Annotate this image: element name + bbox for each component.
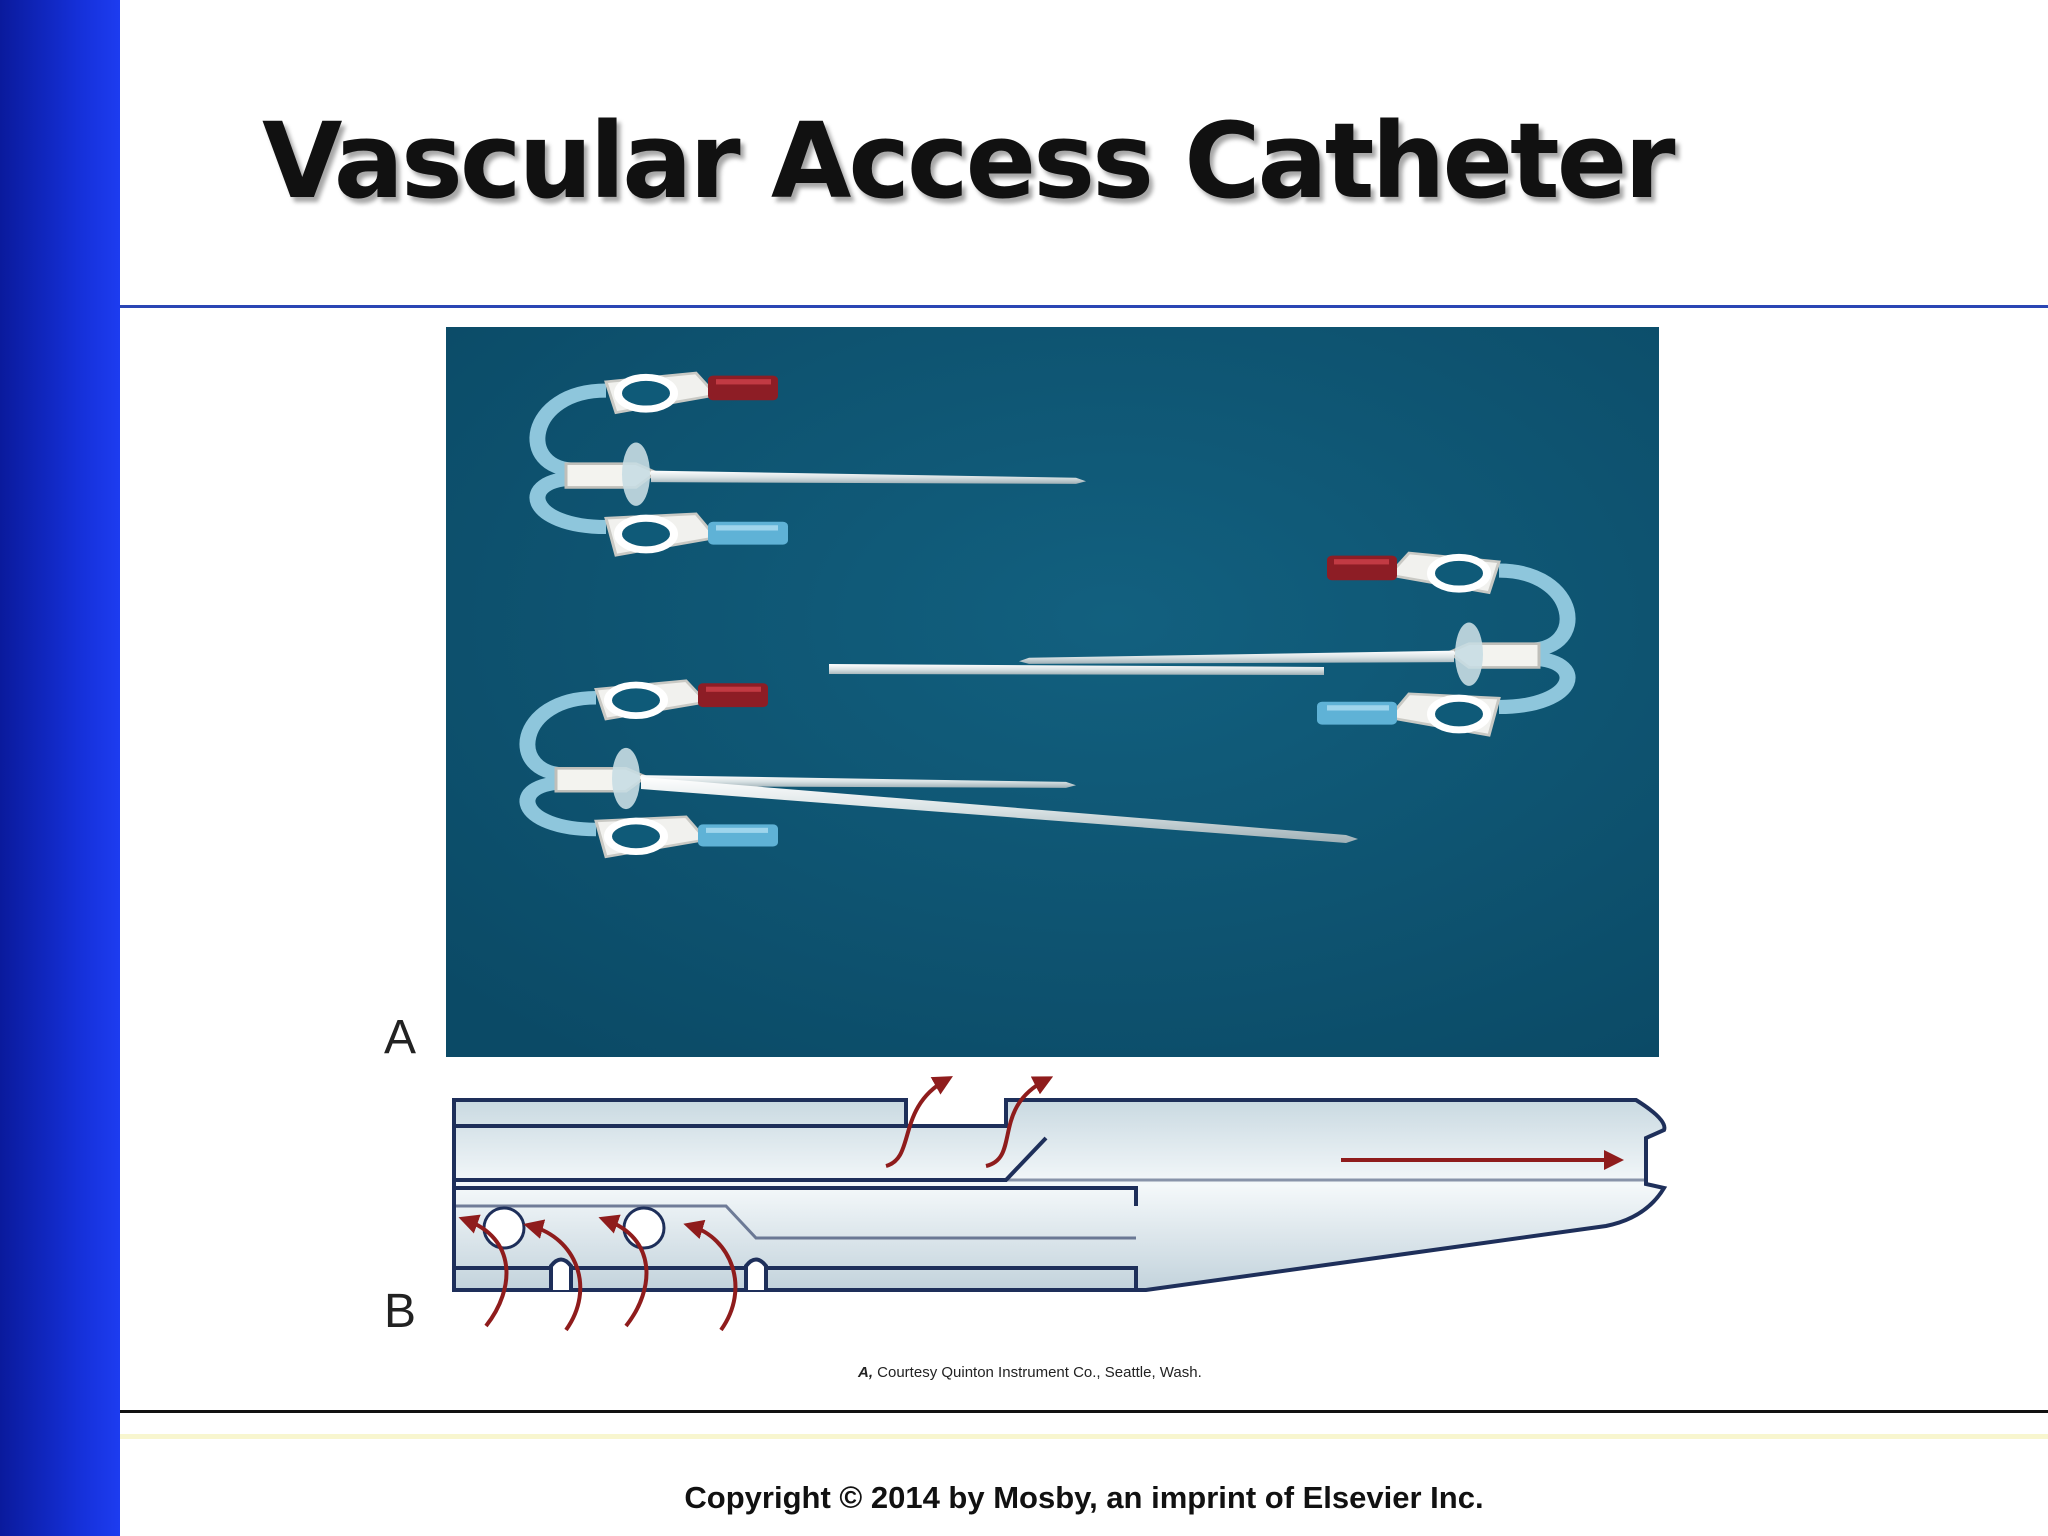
- title-divider: [120, 305, 2048, 308]
- sidebar-bar: [0, 0, 120, 1536]
- catheter-photo: [446, 327, 1659, 1057]
- slide-title: Vascular Access Catheter: [262, 100, 1676, 222]
- footer-accent-line: [120, 1434, 2048, 1439]
- figure-label-b: B: [384, 1285, 417, 1338]
- image-credit: A, Courtesy Quinton Instrument Co., Seat…: [858, 1364, 1202, 1381]
- copyright-notice: Copyright © 2014 by Mosby, an imprint of…: [684, 1480, 1484, 1515]
- footer-divider: [120, 1410, 2048, 1413]
- catheter-cross-section-diagram: [452, 1076, 1668, 1332]
- figure-label-a: A: [384, 1011, 417, 1064]
- credit-text: Courtesy Quinton Instrument Co., Seattle…: [873, 1364, 1202, 1381]
- credit-prefix: A,: [858, 1364, 873, 1381]
